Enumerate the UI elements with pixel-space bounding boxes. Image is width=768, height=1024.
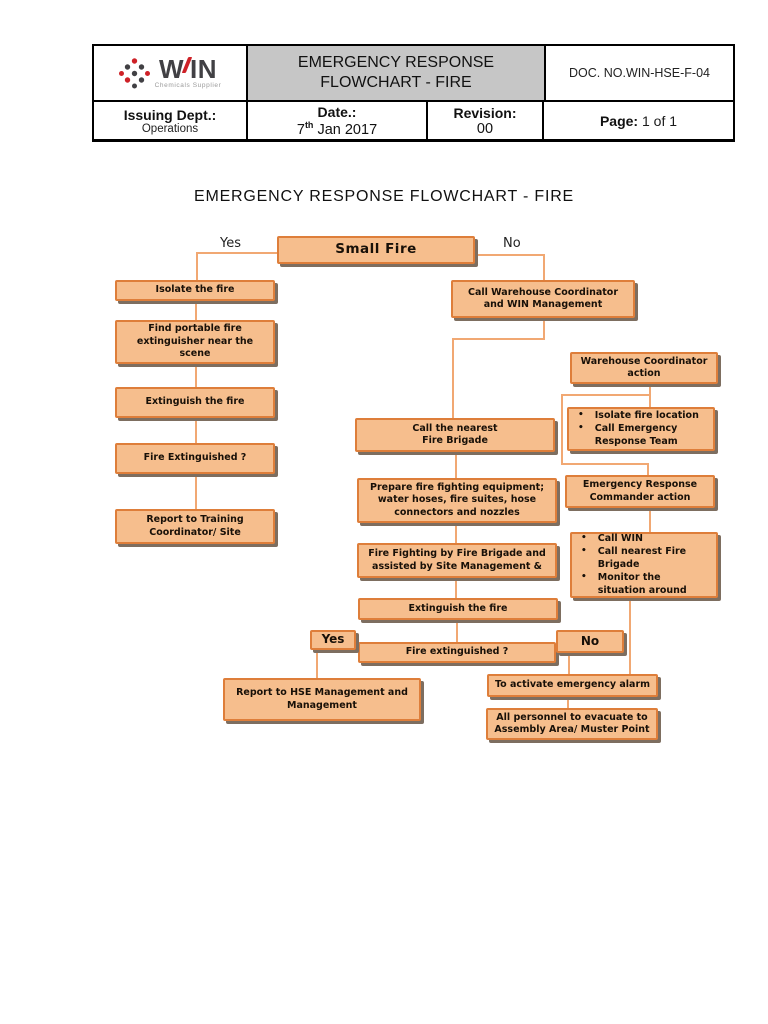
document-header-table: W IN Chemicals Supplier EMERGENCY RESPON… bbox=[92, 44, 735, 142]
flow-connector bbox=[568, 652, 570, 676]
node-prepare-equipment: Prepare fire fighting equipment; water h… bbox=[357, 478, 557, 523]
node-erc-bullets: •Call WIN •Call nearest Fire Brigade •Mo… bbox=[570, 532, 718, 598]
bullet-icon: • bbox=[581, 546, 587, 557]
company-logo: W IN Chemicals Supplier bbox=[118, 56, 222, 90]
node-call-fire-brigade: Call the nearest Fire Brigade bbox=[355, 418, 555, 452]
node-isolate-fire: Isolate the fire bbox=[115, 280, 275, 301]
node-fire-extinguished-left: Fire Extinguished ? bbox=[115, 443, 275, 474]
bullet-icon: • bbox=[581, 533, 587, 544]
flow-connector bbox=[452, 338, 545, 340]
flow-connector bbox=[543, 254, 545, 280]
issuing-dept-label: Issuing Dept.: bbox=[123, 106, 217, 123]
flow-connector bbox=[455, 578, 457, 598]
node-find-extinguisher: Find portable fire extinguisher near the… bbox=[115, 320, 275, 364]
flow-connector bbox=[456, 620, 458, 642]
node-report-hse: Report to HSE Management and Management bbox=[223, 678, 421, 721]
flow-connector bbox=[567, 697, 569, 708]
header-title-cell: EMERGENCY RESPONSE FLOWCHART - FIRE bbox=[248, 46, 546, 100]
issuing-dept-cell: Issuing Dept.: Operations bbox=[94, 102, 248, 139]
header-row-2: Issuing Dept.: Operations Date.: 7th Jan… bbox=[94, 102, 733, 139]
bullet-item: •Monitor the situation around bbox=[581, 572, 687, 596]
bullet-item: •Call Emergency Response Team bbox=[578, 423, 678, 447]
flow-connector bbox=[455, 452, 457, 478]
flow-connector bbox=[195, 300, 197, 320]
bullet-icon: • bbox=[578, 409, 584, 420]
node-extinguish-fire-mid: Extinguish the fire bbox=[358, 598, 558, 620]
doc-number: DOC. NO.WIN-HSE-F-04 bbox=[569, 66, 710, 80]
flow-connector bbox=[649, 507, 651, 532]
flow-connector bbox=[195, 418, 197, 443]
doc-number-cell: DOC. NO.WIN-HSE-F-04 bbox=[546, 46, 733, 100]
revision-cell: Revision: 00 bbox=[428, 102, 544, 139]
node-call-warehouse: Call Warehouse Coordinator and WIN Manag… bbox=[451, 280, 635, 318]
issuing-dept-value: Operations bbox=[141, 122, 199, 135]
brand-in: IN bbox=[190, 54, 218, 85]
flow-connector bbox=[473, 254, 545, 256]
date-cell: Date.: 7th Jan 2017 bbox=[248, 102, 428, 139]
branch-label-no-top: No bbox=[503, 236, 521, 251]
bullet-icon: • bbox=[581, 572, 587, 583]
brand-name: W IN bbox=[159, 56, 217, 82]
branch-label-yes-top: Yes bbox=[220, 236, 241, 251]
flow-connector bbox=[196, 252, 277, 254]
page-info: Page: 1 of 1 bbox=[599, 112, 678, 129]
logo-cell: W IN Chemicals Supplier bbox=[94, 46, 248, 100]
flow-connector bbox=[316, 650, 318, 678]
flow-connector bbox=[561, 394, 563, 465]
flow-connector bbox=[649, 384, 651, 408]
header-row-1: W IN Chemicals Supplier EMERGENCY RESPON… bbox=[94, 46, 733, 102]
node-activate-alarm: To activate emergency alarm bbox=[487, 674, 658, 697]
node-fire-fighting: Fire Fighting by Fire Brigade and assist… bbox=[357, 543, 557, 578]
bullet-item: •Isolate fire location bbox=[578, 409, 699, 421]
node-no-branch: No bbox=[556, 630, 624, 653]
page-cell: Page: 1 of 1 bbox=[544, 102, 733, 139]
date-label: Date.: bbox=[317, 103, 357, 120]
flow-connector bbox=[647, 463, 649, 475]
node-erc-action: Emergency Response Commander action bbox=[565, 475, 715, 508]
flow-connector bbox=[195, 474, 197, 509]
logo-dots-icon bbox=[118, 57, 150, 88]
flow-connector bbox=[629, 598, 631, 676]
flow-connector bbox=[561, 394, 651, 396]
node-extinguish-fire-left: Extinguish the fire bbox=[115, 387, 275, 418]
node-warehouse-coordinator-bullets: •Isolate fire location •Call Emergency R… bbox=[567, 407, 715, 451]
document-title: EMERGENCY RESPONSE FLOWCHART - FIRE bbox=[297, 54, 495, 91]
flow-connector bbox=[561, 463, 649, 465]
node-yes-branch: Yes bbox=[310, 630, 356, 650]
flow-connector bbox=[543, 317, 545, 340]
node-warehouse-coordinator-action: Warehouse Coordinator action bbox=[570, 352, 718, 384]
date-value: 7th Jan 2017 bbox=[296, 119, 378, 138]
flow-connector bbox=[452, 340, 454, 418]
revision-value: 00 bbox=[476, 120, 494, 137]
flowchart-title: EMERGENCY RESPONSE FLOWCHART - FIRE bbox=[193, 188, 575, 205]
brand-w: W bbox=[158, 54, 185, 85]
node-small-fire: Small Fire bbox=[277, 236, 475, 264]
bullet-item: •Call nearest Fire Brigade bbox=[581, 546, 687, 570]
logo-text: W IN Chemicals Supplier bbox=[155, 56, 222, 90]
node-evacuate: All personnel to evacuate to Assembly Ar… bbox=[486, 708, 658, 740]
brand-tagline: Chemicals Supplier bbox=[154, 82, 222, 90]
revision-label: Revision: bbox=[453, 104, 517, 121]
flow-connector bbox=[195, 363, 197, 387]
flow-connector bbox=[455, 523, 457, 543]
bullet-item: •Call WIN bbox=[581, 533, 643, 545]
node-fire-extinguished-mid: Fire extinguished ? bbox=[358, 642, 556, 663]
flow-connector bbox=[196, 252, 198, 280]
bullet-icon: • bbox=[578, 423, 584, 434]
node-report-training: Report to Training Coordinator/ Site bbox=[115, 509, 275, 544]
